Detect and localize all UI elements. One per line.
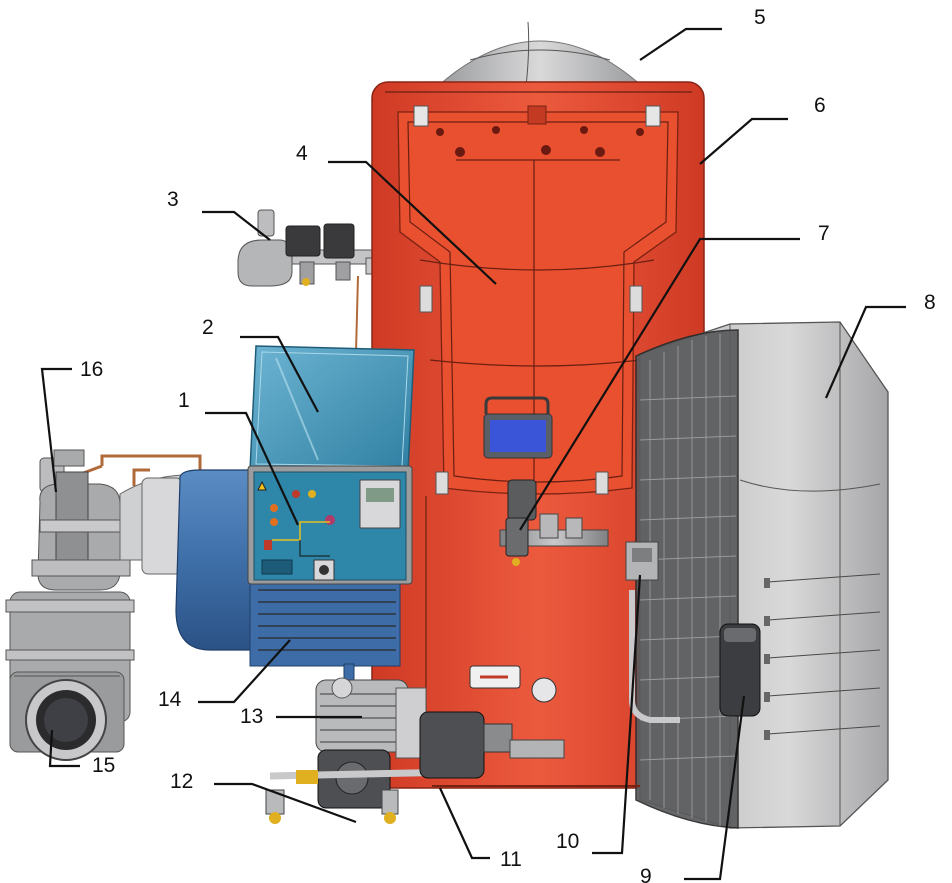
callout-7: 7 (519, 222, 830, 531)
callout-11: 11 (438, 787, 522, 871)
svg-text:10: 10 (556, 830, 579, 853)
callout-3: 3 (167, 188, 271, 241)
callout-1: 1 (178, 389, 299, 526)
blast-tube (436, 21, 644, 87)
callout-13: 13 (240, 705, 362, 728)
callout-15: 15 (48, 729, 115, 777)
base-frame (419, 665, 640, 787)
callout-14: 14 (158, 639, 291, 711)
svg-text:7: 7 (818, 222, 830, 245)
callout-9: 9 (640, 695, 746, 883)
callout-12: 12 (170, 770, 357, 824)
svg-text:2: 2 (202, 316, 214, 339)
callout-16: 16 (40, 358, 103, 493)
svg-text:14: 14 (158, 688, 182, 711)
callout-4: 4 (296, 142, 497, 285)
svg-text:3: 3 (167, 188, 179, 211)
fan-guard (635, 329, 739, 829)
control-panel (247, 465, 413, 585)
gas-valve-train (31, 449, 202, 591)
air-damper-actuator (719, 623, 761, 717)
svg-text:13: 13 (240, 705, 263, 728)
callout-6: 6 (699, 94, 826, 165)
svg-text:16: 16 (80, 358, 103, 381)
svg-text:1: 1 (178, 389, 190, 412)
svg-text:15: 15 (92, 754, 115, 777)
svg-text:11: 11 (500, 848, 522, 871)
gas-inlet-flange (5, 591, 135, 761)
callout-10: 10 (556, 574, 642, 855)
callout-8: 8 (824, 291, 936, 399)
svg-text:9: 9 (640, 865, 652, 883)
svg-text:4: 4 (296, 142, 308, 165)
svg-text:8: 8 (924, 291, 936, 314)
panel-cover (249, 345, 415, 473)
oil-pump (265, 749, 461, 824)
callout-5: 5 (639, 6, 766, 61)
svg-text:5: 5 (754, 6, 766, 29)
svg-text:12: 12 (170, 770, 193, 793)
svg-text:6: 6 (814, 94, 826, 117)
callout-2: 2 (202, 316, 319, 413)
